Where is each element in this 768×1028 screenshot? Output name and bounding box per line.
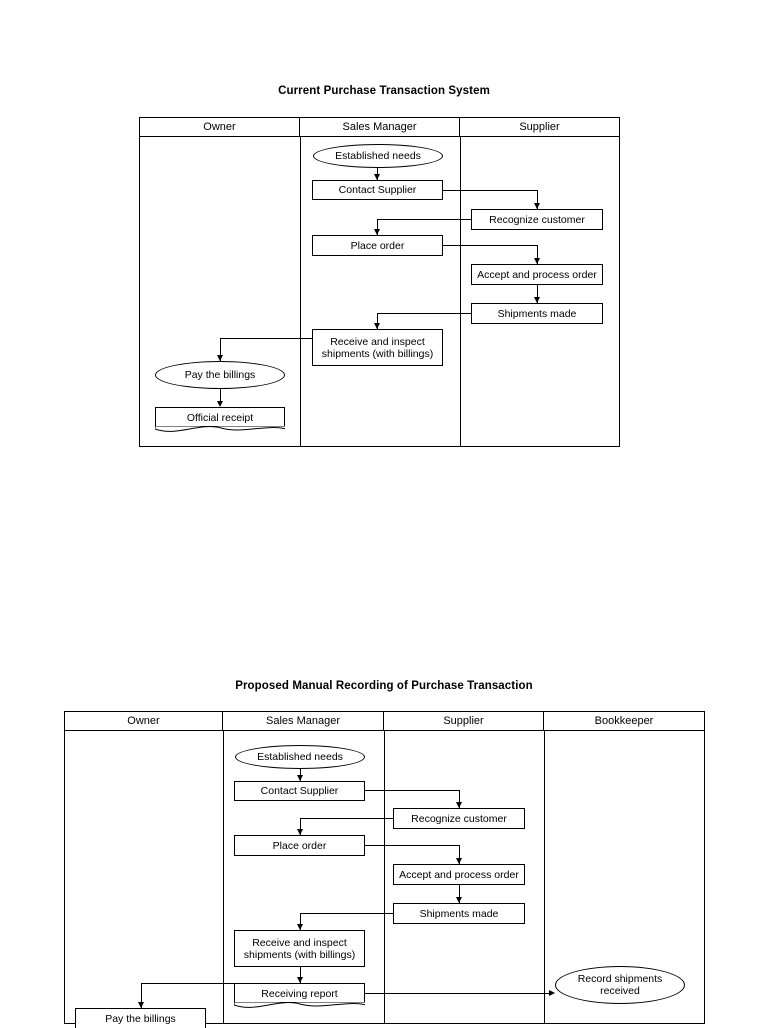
diagram2-arrow-receive-to-report [297,977,303,983]
diagram1-conn-place-to-accept-v [537,245,538,264]
diagram2-arrow-accept-to-shipments [456,897,462,903]
diagram2-arrow-contact-to-recognize [456,802,462,808]
diagram1-node-place-order: Place order [312,235,443,256]
diagram1-arrow-receive-to-pay [217,355,223,361]
diagram1-node-official-receipt-label: Official receipt [186,412,254,424]
diagram2-lane-divider-3 [544,730,545,1023]
diagram2-node-place-order: Place order [234,835,365,856]
diagram1-conn-receive-to-pay-h [220,338,312,339]
diagram1-node-receive-and-inspect-shipments: Receive and inspect shipments (with bill… [312,329,443,366]
diagram1-node-official-receipt: Official receipt [155,407,285,432]
diagram2-arrow-needs-to-contact [297,775,303,781]
diagram1-conn-shipments-to-receive-h [377,313,471,314]
diagram1-node-recognize-customer: Recognize customer [471,209,603,230]
diagram1-title: Current Purchase Transaction System [278,85,490,97]
diagram2-conn-report-to-pay-h [141,983,234,984]
diagram2-node-contact-supplier: Contact Supplier [234,781,365,801]
diagram2-node-shipments-made: Shipments made [393,903,525,924]
diagram2-node-established-needs: Established needs [235,745,365,769]
diagram1-arrow-recognize-to-place [374,229,380,235]
diagram1-conn-contact-to-recognize-v [537,190,538,209]
diagram1-node-shipments-made: Shipments made [471,303,603,324]
diagram1-conn-recognize-to-place-v [377,219,378,235]
diagram2-conn-accept-to-shipments [459,885,460,903]
diagram1-arrow-accept-to-shipments [534,297,540,303]
diagram2-conn-place-to-accept-h [365,845,459,846]
diagram2-node-accept-and-process-order: Accept and process order [393,864,525,885]
diagram1-conn-pay-to-receipt [220,389,221,401]
diagram2-conn-shipments-to-receive-h [300,913,393,914]
diagram1-swimlane-container: Owner Sales Manager Supplier [139,117,620,447]
diagram2-node-receiving-report: Receiving report [234,983,365,1008]
diagram2-node-pay-the-billings-label: Pay the billings [105,1012,176,1025]
diagram2-lane-divider-1 [223,730,224,1023]
diagram2-conn-report-to-pay-v [141,983,142,1008]
diagram2-conn-contact-to-recognize-h [365,790,459,791]
diagram1-header-rule [140,136,619,137]
document-wave-icon [155,426,285,433]
diagram2-lane-header-bookkeeper: Bookkeeper [594,715,654,727]
diagram1-lane-header-owner: Owner [140,118,300,136]
diagram2-lane-divider-2 [384,730,385,1023]
diagram2-node-receive-and-inspect-shipments: Receive and inspect shipments (with bill… [234,930,365,967]
diagram1-lane-header-supplier: Supplier [519,121,560,133]
diagram1-conn-shipments-to-receive-v [377,313,378,329]
diagram1-conn-contact-to-recognize-h [443,190,537,191]
diagram1-arrow-needs-to-contact [374,174,380,180]
diagram2-lane-header-owner: Owner [65,712,223,730]
diagram2-conn-report-to-record [365,993,550,994]
diagram1-node-contact-supplier: Contact Supplier [312,180,443,200]
diagram2-arrow-report-to-pay [138,1002,144,1008]
diagram2-conn-contact-to-recognize-v [459,790,460,808]
diagram2-conn-receive-to-report [300,967,301,983]
diagram1-arrow-pay-to-receipt [217,401,223,407]
diagram1-conn-receive-to-pay-v [220,338,221,361]
diagram2-lane-header-sales-manager: Sales Manager [223,712,384,730]
diagram2-arrow-recognize-to-place [297,829,303,835]
diagram2-arrow-place-to-accept [456,858,462,864]
document-wave-icon [234,1002,365,1009]
diagram2-conn-shipments-to-receive-v [300,913,301,930]
diagram1-lane-header-sales-manager: Sales Manager [300,118,460,136]
diagram1-conn-place-to-accept-h [443,245,537,246]
diagram1-arrow-shipments-to-receive [374,323,380,329]
diagram1-node-pay-the-billings: Pay the billings [155,361,285,389]
diagram2-title: Proposed Manual Recording of Purchase Tr… [235,680,533,692]
diagram1-arrow-place-to-accept [534,258,540,264]
diagram2-conn-place-to-accept-v [459,845,460,864]
diagram2-conn-recognize-to-place-h [300,818,393,819]
diagram1-lane-divider-1 [300,136,301,446]
diagram2-node-receiving-report-label: Receiving report [261,988,338,1000]
diagram2-node-record-shipments-received: Record shipments received [555,966,685,1004]
diagram2-node-recognize-customer: Recognize customer [393,808,525,829]
diagram1-arrow-contact-to-recognize [534,203,540,209]
diagram1-node-established-needs: Established needs [313,144,443,168]
diagram2-lane-header-supplier: Supplier [384,712,544,730]
diagram1-conn-accept-to-shipments [537,285,538,303]
diagram2-arrow-shipments-to-receive [297,924,303,930]
diagram2-node-pay-the-billings: Pay the billings [75,1008,206,1028]
diagram1-lane-divider-2 [460,136,461,446]
diagram1-node-accept-and-process-order: Accept and process order [471,264,603,285]
diagram2-conn-recognize-to-place-v [300,818,301,835]
diagram2-arrow-report-to-record [549,990,555,996]
diagram1-conn-recognize-to-place-h [377,219,471,220]
